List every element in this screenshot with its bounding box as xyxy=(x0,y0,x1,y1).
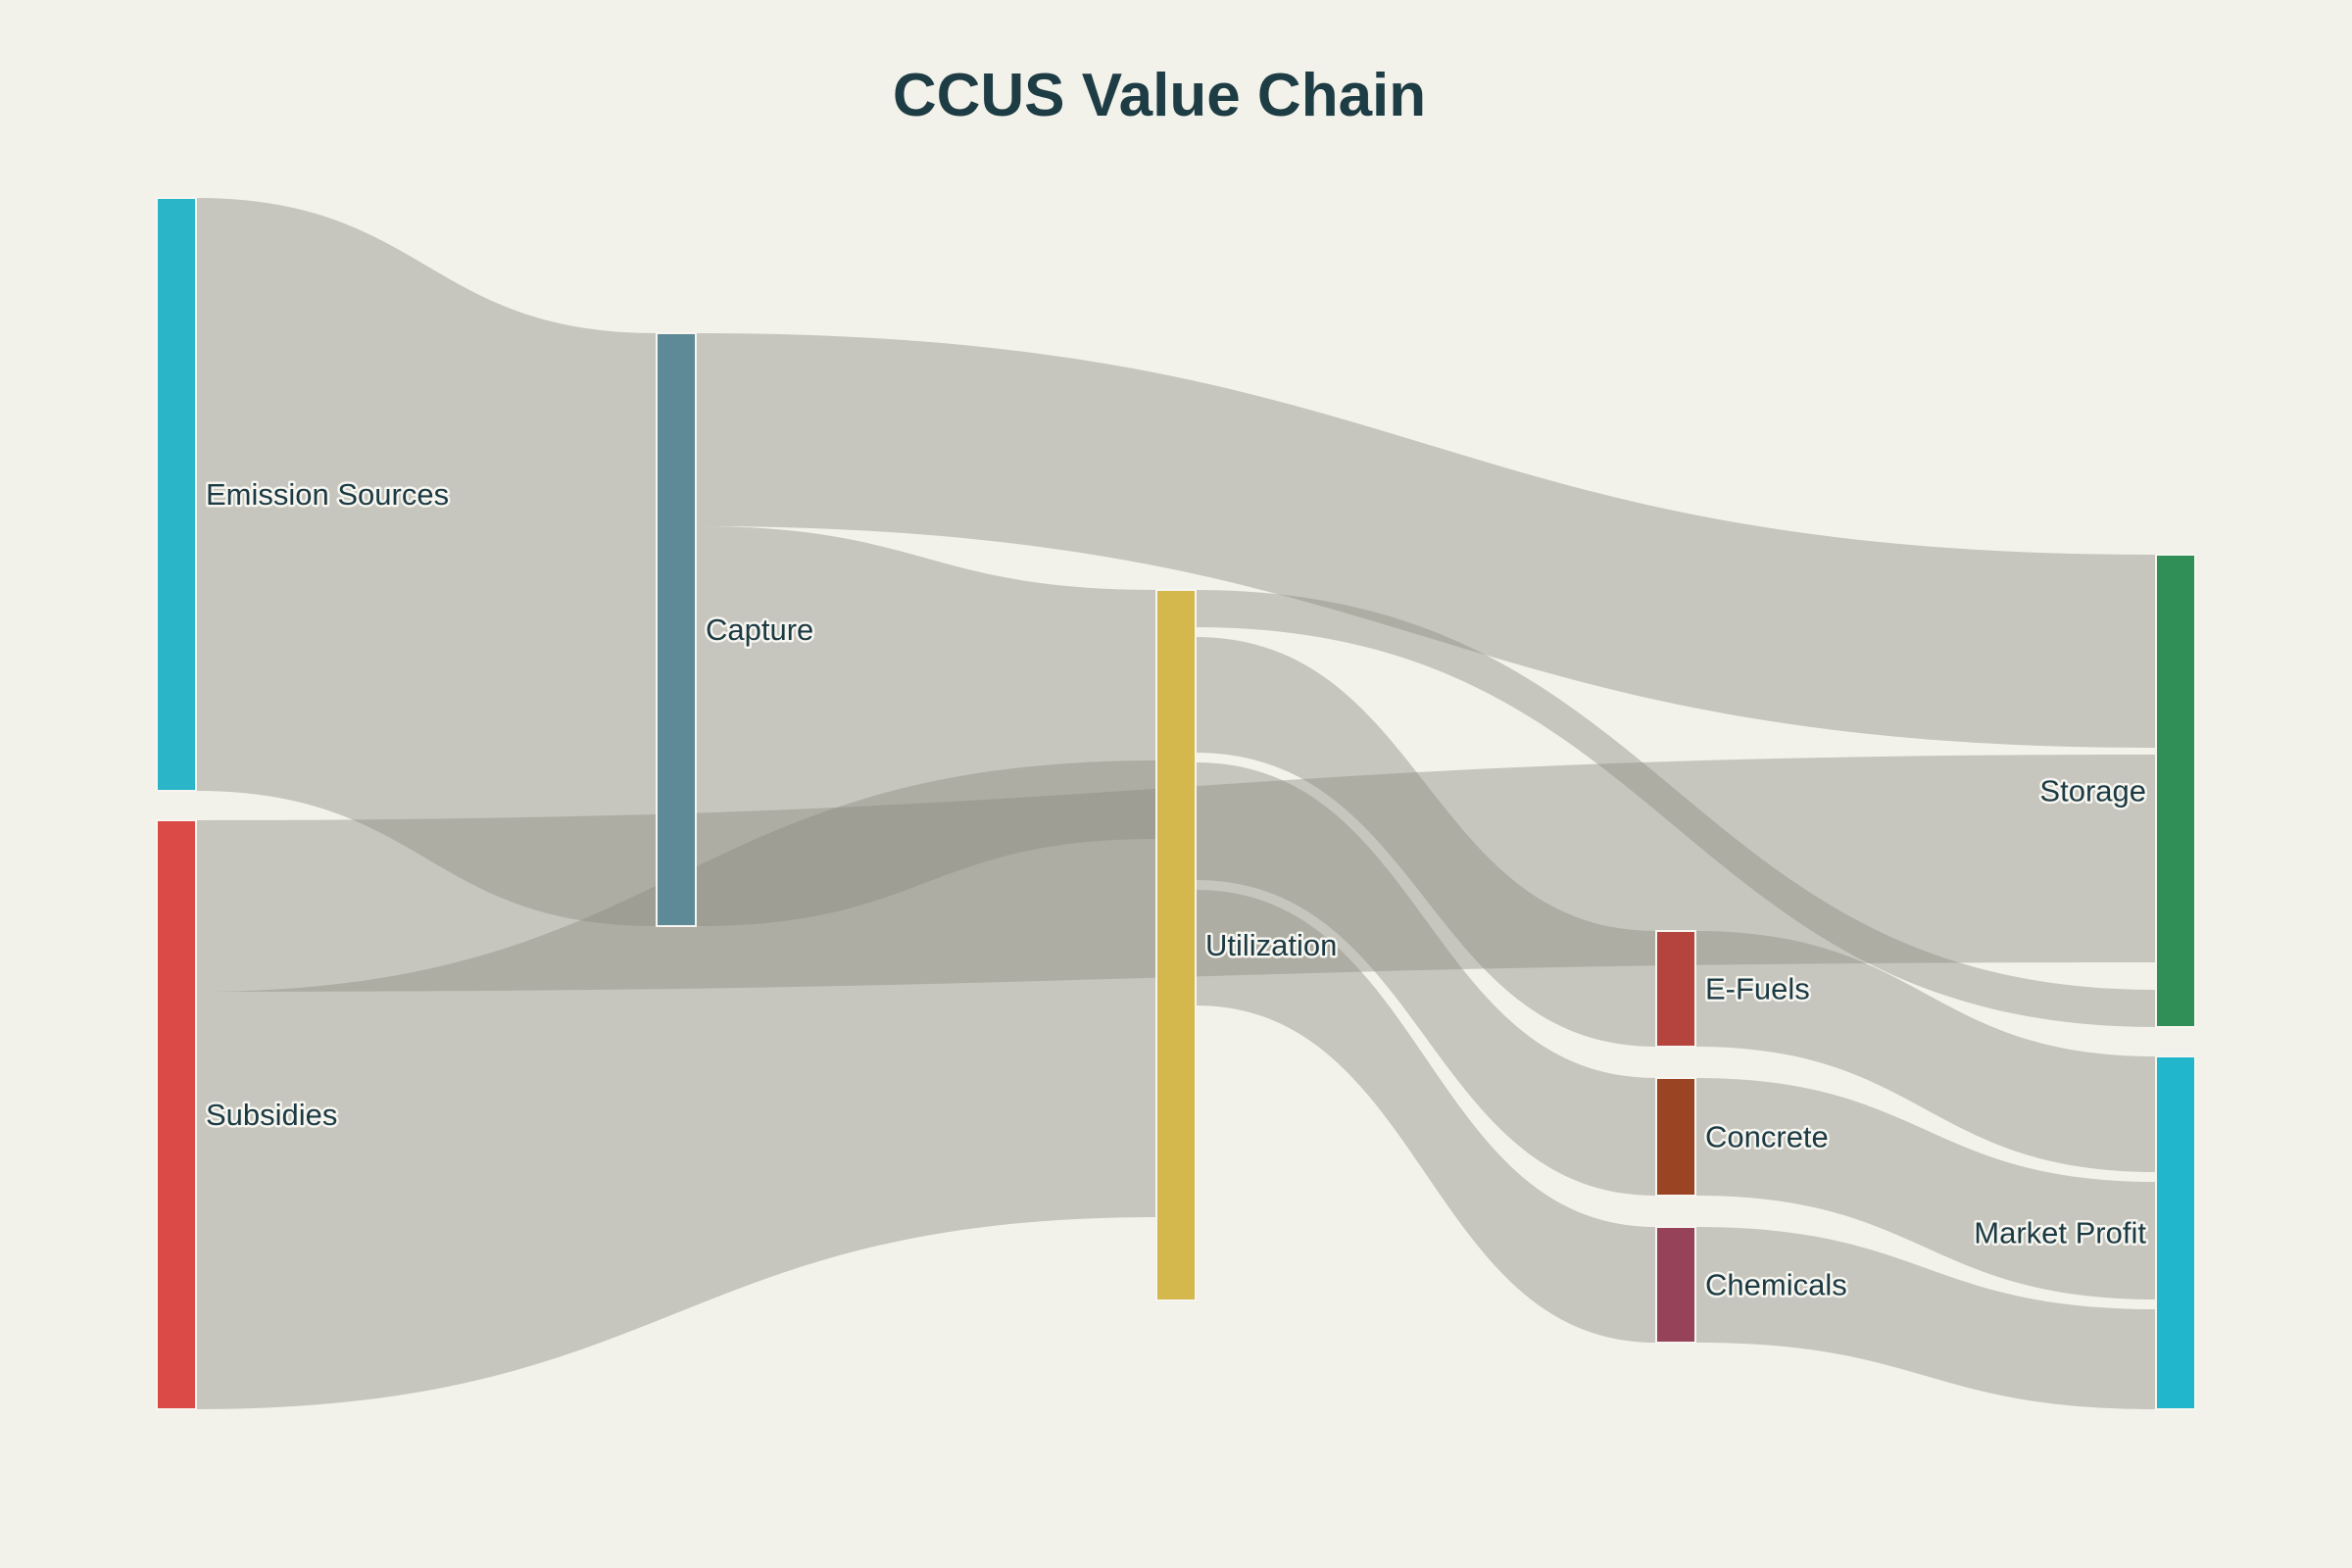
nodes-layer xyxy=(156,197,2196,1410)
node-chemicals[interactable] xyxy=(1655,1226,1696,1344)
node-market-profit[interactable] xyxy=(2155,1055,2196,1410)
chart-title: CCUS Value Chain xyxy=(893,62,1426,129)
node-concrete[interactable] xyxy=(1655,1077,1696,1197)
node-label-concrete: Concrete xyxy=(1705,1120,1829,1154)
node-label-utilization: Utilization xyxy=(1205,928,1337,962)
link-capture-to-utilization[interactable] xyxy=(696,526,1156,926)
link-subsidies-to-utilization[interactable] xyxy=(196,760,1156,1409)
node-label-subsidies: Subsidies xyxy=(206,1098,337,1132)
link-utilization-to-e-fuels[interactable] xyxy=(1196,637,1656,1047)
link-utilization-to-storage[interactable] xyxy=(1196,590,2156,1027)
node-storage[interactable] xyxy=(2155,554,2196,1028)
link-e-fuels-to-market-profit[interactable] xyxy=(1695,931,2156,1172)
node-label-market-profit: Market Profit xyxy=(1974,1216,2146,1250)
link-capture-to-storage[interactable] xyxy=(696,333,2156,748)
node-capture[interactable] xyxy=(656,332,697,927)
link-utilization-to-concrete[interactable] xyxy=(1196,762,1656,1196)
node-emission-sources[interactable] xyxy=(156,197,197,792)
node-label-emission-sources: Emission Sources xyxy=(206,477,449,512)
node-e-fuels[interactable] xyxy=(1655,930,1696,1048)
link-utilization-to-chemicals[interactable] xyxy=(1196,890,1656,1343)
link-chemicals-to-market-profit[interactable] xyxy=(1695,1227,2156,1409)
node-label-storage: Storage xyxy=(2039,774,2146,808)
node-subsidies[interactable] xyxy=(156,819,197,1410)
node-label-chemicals: Chemicals xyxy=(1705,1268,1847,1302)
link-concrete-to-market-profit[interactable] xyxy=(1695,1078,2156,1299)
node-utilization[interactable] xyxy=(1155,589,1197,1301)
link-emission-sources-to-capture[interactable] xyxy=(196,198,657,926)
node-label-e-fuels: E-Fuels xyxy=(1705,972,1810,1006)
node-label-capture: Capture xyxy=(706,612,813,647)
